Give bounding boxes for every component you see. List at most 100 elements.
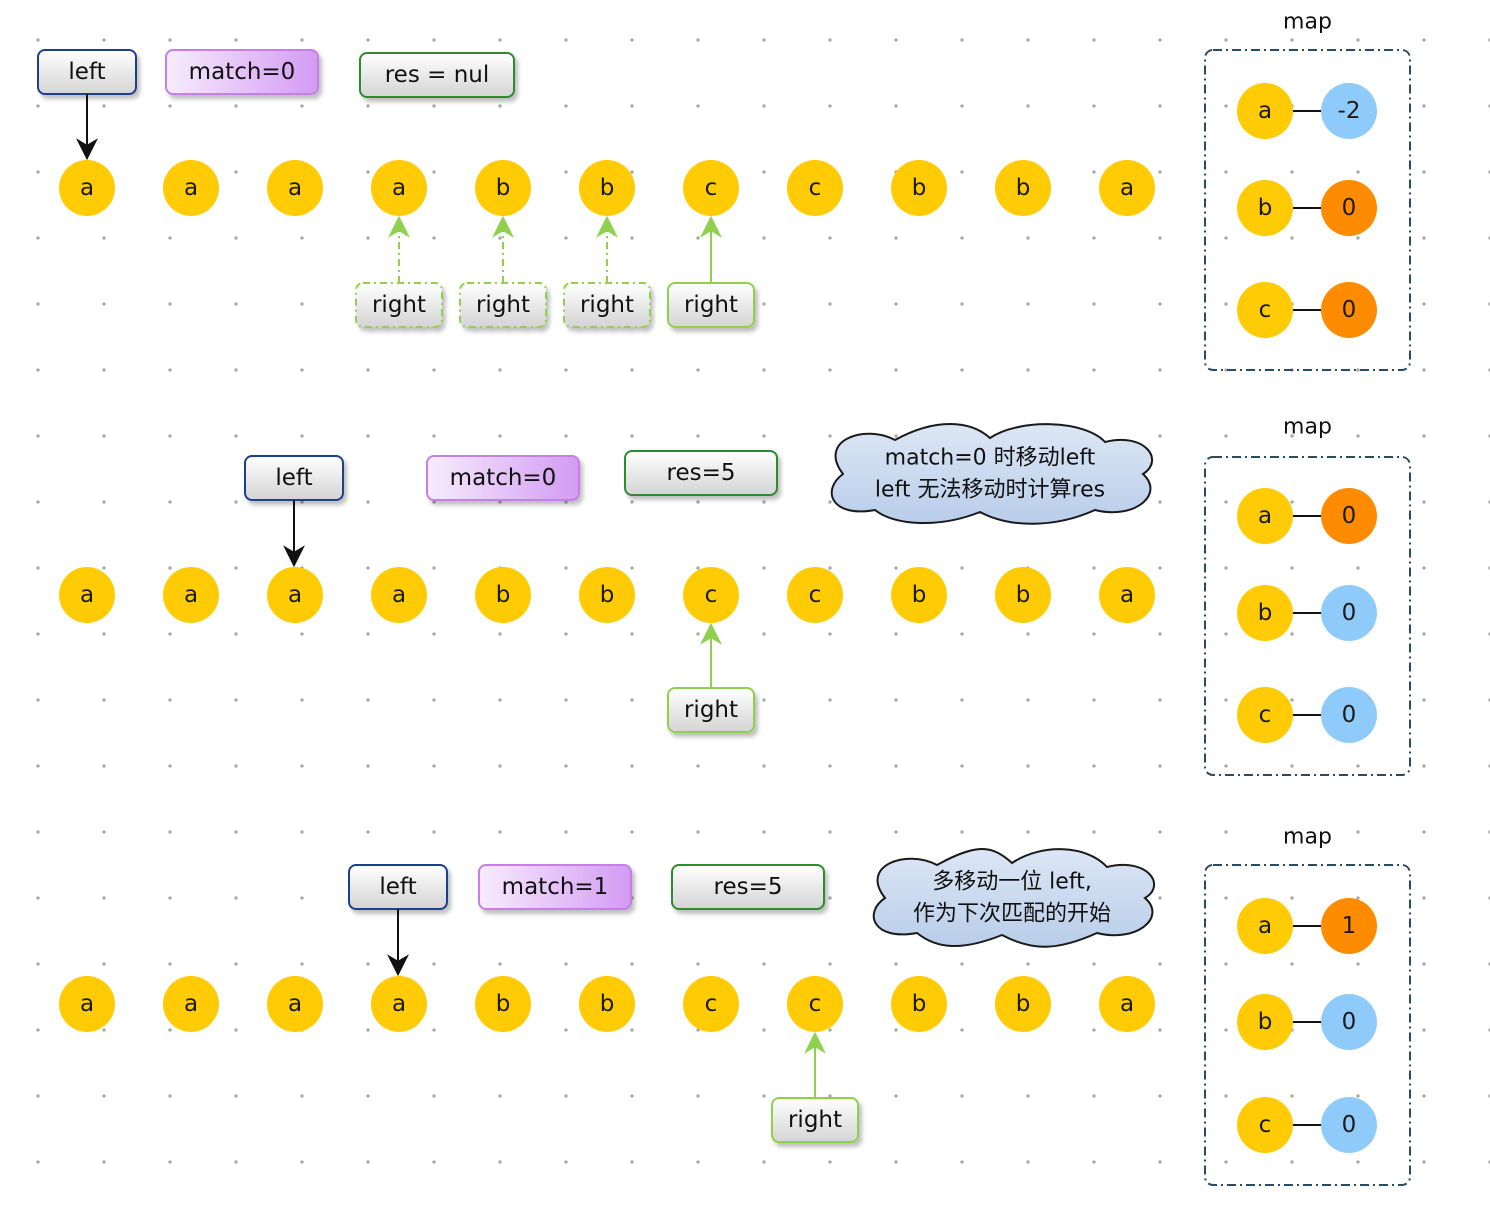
sequence-node-label: b <box>912 175 927 201</box>
sequence-node-circle <box>1099 160 1155 216</box>
sequence-node: a <box>1099 976 1155 1032</box>
sequence-node-label: c <box>705 175 718 201</box>
sequence-node: c <box>683 567 739 623</box>
map-key-label: b <box>1258 600 1273 626</box>
sequence-node-circle <box>163 567 219 623</box>
right-ghost-box-label: right <box>580 292 634 318</box>
note-cloud-line: 作为下次匹配的开始 <box>913 902 1111 927</box>
sequence-node-circle <box>683 567 739 623</box>
sequence-node: b <box>995 160 1051 216</box>
sequence-node-label: a <box>80 991 94 1017</box>
right-pointer-box-label: right <box>684 697 738 723</box>
map-title: map <box>1283 825 1332 850</box>
sequence-node-label: b <box>600 582 615 608</box>
sequence-node-label: a <box>80 582 94 608</box>
sequence-node: b <box>475 160 531 216</box>
sequence-node-label: a <box>1120 175 1134 201</box>
right-ghost-box-label: right <box>372 292 426 318</box>
sequence-node-circle <box>267 976 323 1032</box>
note-cloud-line: match=0 时移动left <box>885 446 1096 471</box>
sequence-node-circle <box>163 976 219 1032</box>
left-pointer-box: left <box>348 864 448 910</box>
map-value-label: 0 <box>1342 702 1357 728</box>
sequence-node-circle <box>475 976 531 1032</box>
sequence-node-circle <box>267 160 323 216</box>
map-key-circle <box>1237 488 1293 544</box>
map-value-circle <box>1321 585 1377 641</box>
sequence-node-circle <box>371 567 427 623</box>
sequence-node: b <box>579 567 635 623</box>
match-box: match=0 <box>426 455 580 501</box>
right-ghost-box: right <box>459 282 547 328</box>
right-pointer-box: right <box>771 1097 859 1143</box>
map-key-circle <box>1237 83 1293 139</box>
sequence-node-circle <box>1099 976 1155 1032</box>
map-value-label: 0 <box>1342 1112 1357 1138</box>
res-box: res=5 <box>671 864 825 910</box>
right-ghost-box-label: right <box>476 292 530 318</box>
sequence-node: c <box>683 160 739 216</box>
res-box-label: res=5 <box>714 874 783 900</box>
sequence-node-label: b <box>496 991 511 1017</box>
map-key-circle <box>1237 180 1293 236</box>
sequence-node-label: b <box>1016 582 1031 608</box>
right-pointer-box: right <box>667 282 755 328</box>
res-box: res=5 <box>624 450 778 496</box>
res-box: res = nul <box>359 52 515 98</box>
note-cloud-shape <box>872 848 1156 948</box>
map-key-label: c <box>1259 1112 1272 1138</box>
map-key-circle <box>1237 585 1293 641</box>
sequence-node-label: c <box>705 582 718 608</box>
map-key-label: a <box>1258 98 1272 124</box>
map-value-label: 0 <box>1342 195 1357 221</box>
map-title: map <box>1283 10 1332 35</box>
map-value-circle <box>1321 1097 1377 1153</box>
sequence-node-label: b <box>912 582 927 608</box>
right-pointer-box-label: right <box>788 1107 842 1133</box>
sequence-node-circle <box>683 976 739 1032</box>
note-cloud: match=0 时移动left left 无法移动时计算res <box>830 423 1154 525</box>
sequence-node-circle <box>579 567 635 623</box>
sequence-node-label: a <box>392 582 406 608</box>
sequence-node: a <box>371 160 427 216</box>
left-pointer-box-label: left <box>68 59 105 85</box>
sequence-node-label: b <box>600 991 615 1017</box>
note-cloud: 多移动一位 left,作为下次匹配的开始 <box>872 848 1156 948</box>
sequence-node-label: a <box>1120 991 1134 1017</box>
left-pointer-box: left <box>37 49 137 95</box>
note-cloud-line: left 无法移动时计算res <box>875 478 1105 503</box>
sequence-node: a <box>163 567 219 623</box>
sequence-node-circle <box>1099 567 1155 623</box>
sequence-node-label: a <box>80 175 94 201</box>
map-value-label: 0 <box>1342 503 1357 529</box>
sequence-node: a <box>163 160 219 216</box>
map-key-label: c <box>1259 297 1272 323</box>
map-value-circle <box>1321 83 1377 139</box>
sequence-node: a <box>371 567 427 623</box>
match-box: match=1 <box>478 864 632 910</box>
sequence-node-circle <box>59 160 115 216</box>
res-box-frame <box>671 864 825 910</box>
map-key-label: a <box>1258 913 1272 939</box>
sequence-node-label: a <box>288 582 302 608</box>
sequence-node: a <box>1099 160 1155 216</box>
map-key-label: a <box>1258 503 1272 529</box>
map-key-circle <box>1237 1097 1293 1153</box>
match-box-label: match=0 <box>450 465 557 491</box>
sequence-node: b <box>995 976 1051 1032</box>
map-key-label: b <box>1258 195 1273 221</box>
right-ghost-box-frame <box>355 282 443 328</box>
sequence-node: a <box>371 976 427 1032</box>
sequence-node-circle <box>163 160 219 216</box>
sequence-node-label: b <box>600 175 615 201</box>
sequence-node: b <box>475 976 531 1032</box>
right-ghost-box: right <box>355 282 443 328</box>
sequence-node-circle <box>475 567 531 623</box>
